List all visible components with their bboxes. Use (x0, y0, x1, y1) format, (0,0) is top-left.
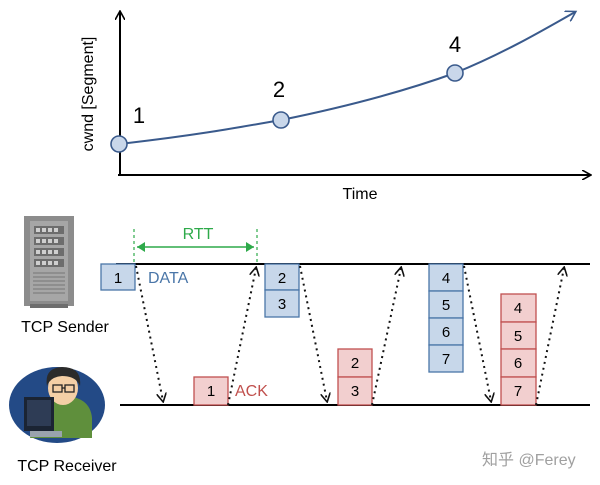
cwnd-point-3 (446, 64, 464, 82)
rtt-indicator (133, 229, 258, 264)
data-arrow (463, 265, 491, 401)
ack-segment-number: 4 (514, 300, 522, 317)
sender-group-1: 1 (100, 263, 136, 291)
ack-arrow (535, 268, 564, 406)
cwnd-point-label-3: 4 (449, 32, 461, 57)
sender-group-2: 2 3 (264, 263, 300, 318)
cwnd-point-label-1: 1 (133, 103, 145, 128)
ack-segment (337, 376, 373, 406)
transmission-arrows (135, 265, 564, 406)
receiver-label: TCP Receiver (17, 458, 117, 475)
data-segment-number: 2 (278, 270, 286, 287)
ack-label: ACK (235, 383, 268, 400)
data-label: DATA (148, 270, 189, 287)
ack-segment (500, 321, 537, 350)
cwnd-point-1 (110, 135, 128, 153)
watermark: 知乎 @Ferey (482, 451, 576, 469)
ack-segment-number: 1 (207, 383, 215, 400)
cwnd-point-2 (272, 111, 290, 129)
ack-segment-number: 7 (514, 383, 522, 400)
ack-segment-number: 6 (514, 355, 522, 372)
ack-segment (500, 348, 537, 378)
cwnd-chart: cwnd [Segment] Time 1 2 4 (80, 12, 590, 203)
x-axis-label: Time (343, 186, 378, 203)
data-segment (428, 290, 464, 319)
receiver-group-2: 2 3 (337, 348, 373, 406)
data-segment-number: 3 (278, 296, 286, 313)
ack-arrow (371, 268, 401, 406)
data-arrow (135, 265, 163, 401)
ack-segment (500, 376, 537, 406)
ack-segment-number: 2 (351, 355, 359, 372)
rtt-label: RTT (183, 226, 214, 243)
cwnd-curve (118, 12, 575, 145)
receiver-group-1: 1 (193, 376, 229, 406)
sender-segments: 1 2 3 4 5 6 7 (100, 263, 464, 373)
sender-group-3: 4 5 6 7 (428, 263, 464, 373)
data-segment (428, 317, 464, 346)
ack-segment-number: 5 (514, 328, 522, 345)
data-segment (100, 263, 136, 291)
data-segment-number: 1 (114, 270, 122, 287)
cwnd-point-label-2: 2 (273, 77, 285, 102)
y-axis-label: cwnd [Segment] (80, 37, 97, 152)
ack-segment (337, 348, 373, 378)
server-icon (24, 216, 74, 308)
ack-segment-number: 3 (351, 383, 359, 400)
receiver-group-3: 4 5 6 7 (500, 293, 537, 406)
data-segment-number: 6 (442, 324, 450, 341)
person-computer-icon (9, 367, 105, 443)
ack-segment (193, 376, 229, 406)
data-segment-number: 4 (442, 270, 450, 287)
data-arrow (299, 265, 327, 401)
sender-label: TCP Sender (21, 319, 109, 336)
data-segment-number: 5 (442, 297, 450, 314)
data-segment (264, 289, 300, 318)
receiver-segments: 1 2 3 4 5 6 7 (193, 293, 537, 406)
data-segment (428, 344, 464, 373)
data-segment-number: 7 (442, 351, 450, 368)
